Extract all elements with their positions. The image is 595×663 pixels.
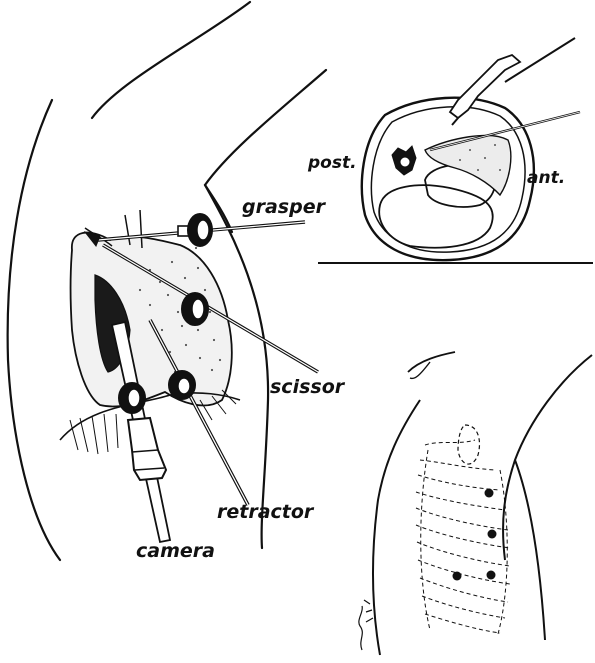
label-camera: camera xyxy=(136,540,215,562)
scissor-port xyxy=(181,292,209,326)
chest-outline xyxy=(203,68,328,550)
port-dot xyxy=(486,570,496,580)
chest-wall-inner xyxy=(370,106,526,253)
port-site-dots xyxy=(452,488,497,581)
cross-section-inset xyxy=(318,37,593,264)
artist-signature xyxy=(358,599,374,651)
back-outline xyxy=(6,98,62,562)
port-dot xyxy=(452,571,462,581)
body-outline xyxy=(6,0,328,562)
port-dot xyxy=(484,488,494,498)
collapsed-lung-section xyxy=(424,134,512,197)
camera-port xyxy=(118,382,146,414)
port-dot xyxy=(487,529,497,539)
label-scissor: scissor xyxy=(270,376,346,398)
scissor-instrument xyxy=(102,243,319,374)
label-retractor: retractor xyxy=(217,501,315,523)
right-lung-section xyxy=(378,184,494,249)
retractor-port xyxy=(168,370,196,400)
camera-instrument xyxy=(110,320,172,544)
shoulder-curve xyxy=(90,0,252,120)
port-placement-inset xyxy=(371,351,593,656)
grasper-port xyxy=(187,213,213,247)
label-post: post. xyxy=(307,153,357,173)
retractor-instrument xyxy=(148,319,250,506)
label-ant: ant. xyxy=(527,168,565,188)
label-grasper: grasper xyxy=(242,196,327,218)
